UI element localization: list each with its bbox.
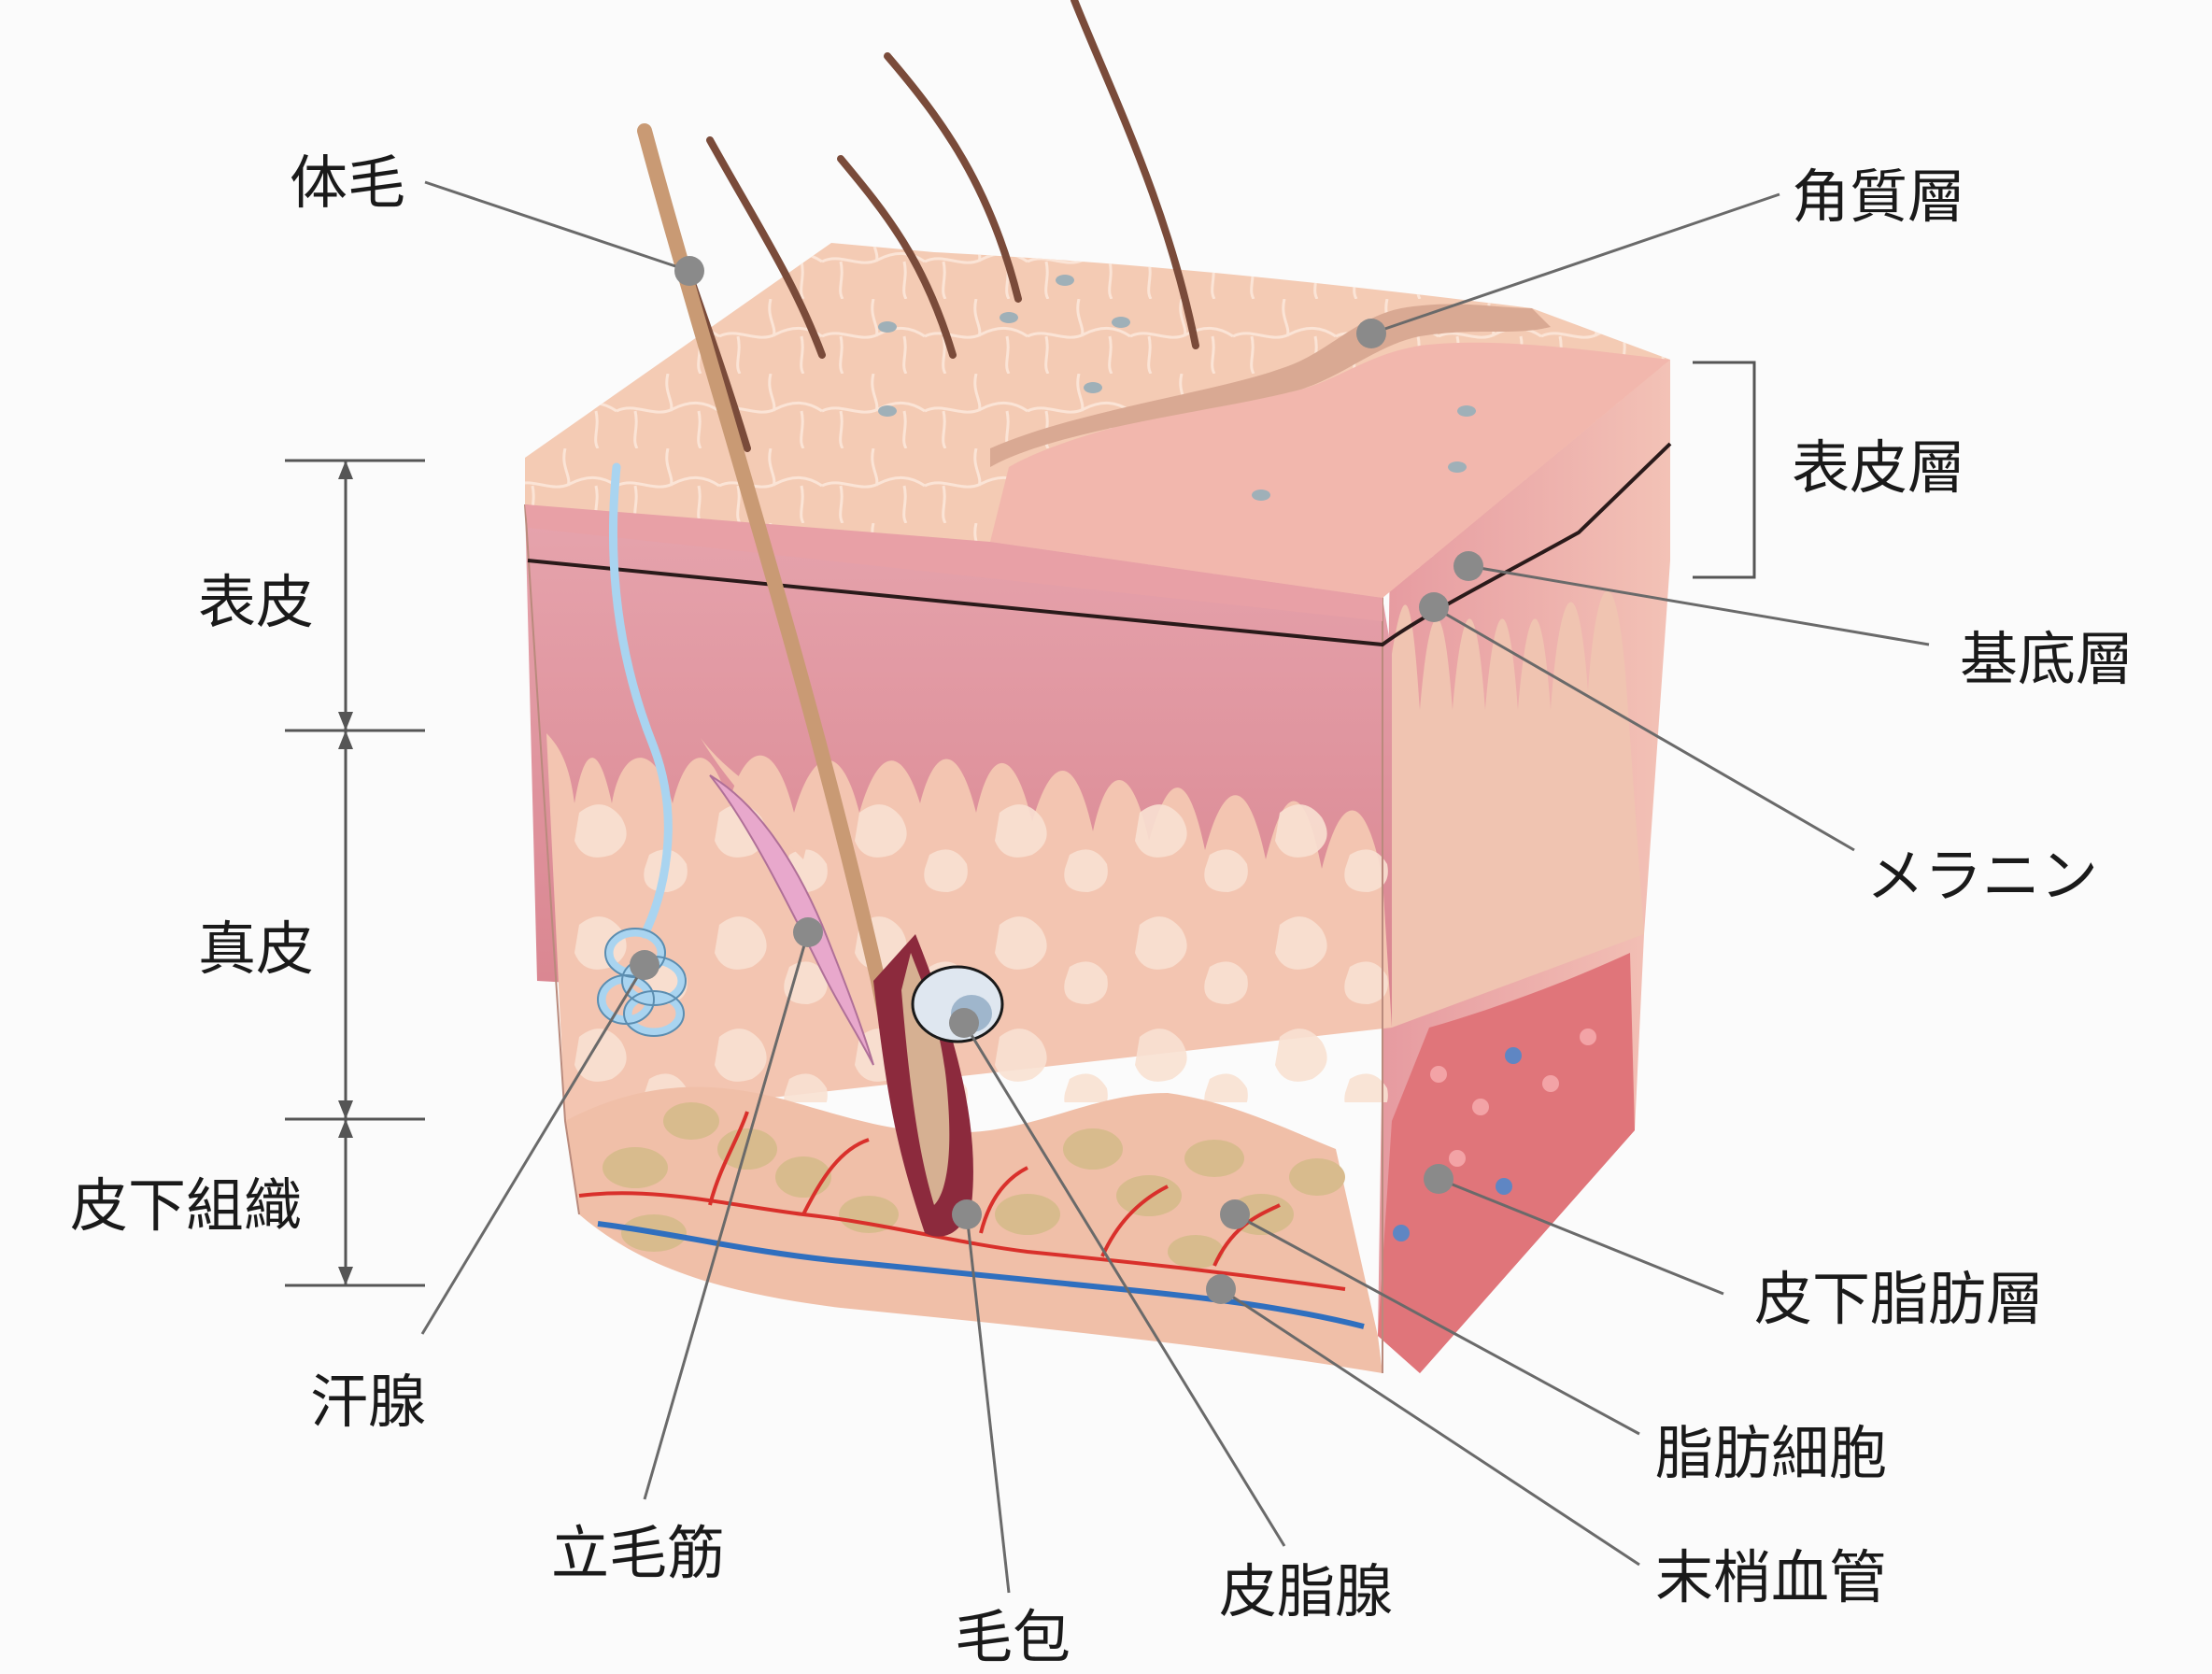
label-arrector-pili: 立毛筋 [551,1519,726,1587]
leader-lines [420,180,1930,1594]
label-epidermis: 表皮 [198,568,315,636]
label-epidermis-layer: 表皮層 [1792,433,1966,502]
label-dermis: 真皮 [198,915,315,983]
label-stratum-corneum: 角質層 [1792,163,1966,231]
label-hair-follicle: 毛包 [955,1603,1071,1671]
dimension-arrowheads [338,461,353,1285]
sebaceous-gland [911,965,1004,1043]
side-face [1378,360,1670,1373]
label-melanin: メラニン [1866,842,2099,910]
label-fat-cells: 脂肪細胞 [1655,1419,1888,1487]
label-subcutaneous-fat-layer: 皮下脂肪層 [1754,1265,2045,1333]
arrector-pili-muscle [701,738,874,1066]
dimension-lines [285,459,425,1287]
label-peripheral-vessels: 末梢血管 [1655,1543,1888,1611]
leader-dots [630,256,1483,1304]
label-sebaceous-gland: 皮脂腺 [1219,1557,1394,1625]
label-body-hair: 体毛 [290,149,406,217]
label-sweat-gland: 汗腺 [310,1368,427,1436]
label-subcutaneous-tissue: 皮下組織 [70,1171,303,1240]
label-basal-layer: 基底層 [1960,625,2134,693]
epidermis-layer-bracket [1693,361,1756,579]
sweat-gland-outline [597,928,687,1037]
